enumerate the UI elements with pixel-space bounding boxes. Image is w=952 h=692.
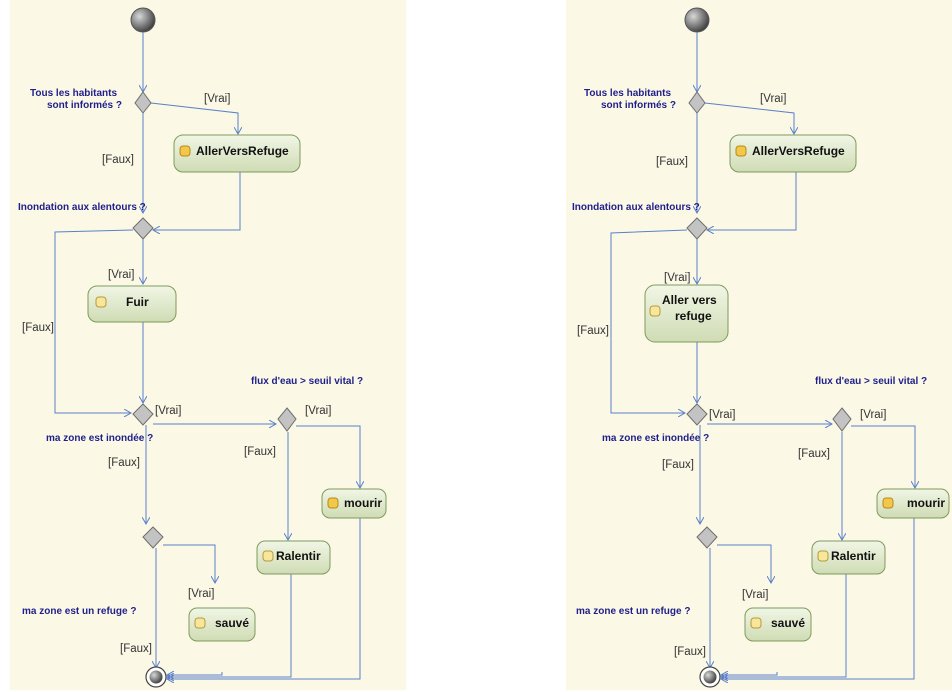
guard-vrai-2: [Vrai] <box>108 269 134 281</box>
label-fuir: Fuir <box>126 295 149 309</box>
decision-habitants-informes <box>134 91 152 114</box>
label-sauve: sauvé <box>215 616 249 630</box>
question-flux-eau: flux d'eau > seuil vital ? <box>251 376 363 387</box>
edges <box>54 32 360 679</box>
guard-vrai-3: [Vrai] <box>155 405 181 417</box>
label-aller-vers-line2: refuge <box>675 309 712 323</box>
final-node <box>145 666 167 688</box>
guard-faux-3: [Faux] <box>108 457 140 469</box>
decision-inondation-alentours <box>132 217 154 240</box>
action-sauve: sauvé <box>188 607 256 642</box>
question-inondation: Inondation aux alentours ? <box>572 202 700 213</box>
guard-vrai-1: [Vrai] <box>204 93 230 105</box>
action-mourir: mourir <box>321 488 387 519</box>
question-zone-refuge: ma zone est un refuge ? <box>22 606 136 617</box>
question-flux-eau: flux d'eau > seuil vital ? <box>815 376 927 387</box>
question-habitants-line2: sont informés ? <box>601 100 676 111</box>
decision-zone-inondee <box>132 403 154 426</box>
action-aller-vers-refuge: AllerVersRefuge <box>729 134 857 173</box>
action-aller-vers-refuge-2: Aller vers refuge <box>644 284 729 343</box>
action-sauve: sauvé <box>744 607 812 642</box>
label-ralentir: Ralentir <box>831 549 876 563</box>
guard-vrai-4: [Vrai] <box>860 409 886 421</box>
edges <box>610 32 915 679</box>
start-node <box>684 7 710 33</box>
label-sauve: sauvé <box>771 616 805 630</box>
action-ralentir: Ralentir <box>811 540 886 575</box>
decision-inondation-alentours <box>686 217 708 240</box>
question-habitants-line2: sont informés ? <box>47 100 122 111</box>
question-zone-inondee: ma zone est inondée ? <box>46 433 153 444</box>
question-zone-inondee: ma zone est inondée ? <box>602 433 709 444</box>
guard-vrai-3: [Vrai] <box>709 409 735 421</box>
guard-faux-5: [Faux] <box>674 646 706 658</box>
decision-flux-eau <box>832 407 852 432</box>
decision-flux-eau <box>277 407 297 432</box>
guard-vrai-5: [Vrai] <box>188 588 214 600</box>
label-aller-vers-refuge: AllerVersRefuge <box>752 144 845 158</box>
label-ralentir: Ralentir <box>276 549 321 563</box>
action-fuir: Fuir <box>87 285 177 323</box>
decision-zone-refuge <box>142 526 164 549</box>
action-mourir: mourir <box>876 488 950 519</box>
action-ralentir: Ralentir <box>256 540 331 575</box>
guard-faux-1: [Faux] <box>102 154 134 166</box>
question-habitants-line1: Tous les habitants <box>584 88 671 99</box>
question-habitants-line1: Tous les habitants <box>30 88 117 99</box>
guard-vrai-4: [Vrai] <box>305 405 331 417</box>
label-mourir: mourir <box>344 496 382 510</box>
guard-vrai-2: [Vrai] <box>664 272 690 284</box>
guard-faux-3: [Faux] <box>662 459 694 471</box>
label-aller-vers-refuge: AllerVersRefuge <box>196 144 289 158</box>
label-mourir: mourir <box>907 496 945 510</box>
question-zone-refuge: ma zone est un refuge ? <box>576 606 690 617</box>
final-node <box>699 666 721 688</box>
guard-vrai-1: [Vrai] <box>760 93 786 105</box>
guard-vrai-5: [Vrai] <box>742 589 768 601</box>
guard-faux-1: [Faux] <box>656 156 688 168</box>
action-aller-vers-refuge: AllerVersRefuge <box>173 134 301 173</box>
label-aller-vers-line1: Aller vers <box>662 293 717 307</box>
guard-faux-2: [Faux] <box>22 322 54 334</box>
guard-faux-4: [Faux] <box>798 448 830 460</box>
right-panel <box>566 0 952 690</box>
guard-faux-4: [Faux] <box>244 446 276 458</box>
decision-zone-refuge <box>696 526 718 549</box>
decision-zone-inondee <box>686 403 708 426</box>
left-panel <box>10 0 406 690</box>
decision-habitants-informes <box>688 91 706 114</box>
guard-faux-2: [Faux] <box>577 325 609 337</box>
question-inondation: Inondation aux alentours ? <box>18 202 146 213</box>
guard-faux-5: [Faux] <box>120 643 152 655</box>
